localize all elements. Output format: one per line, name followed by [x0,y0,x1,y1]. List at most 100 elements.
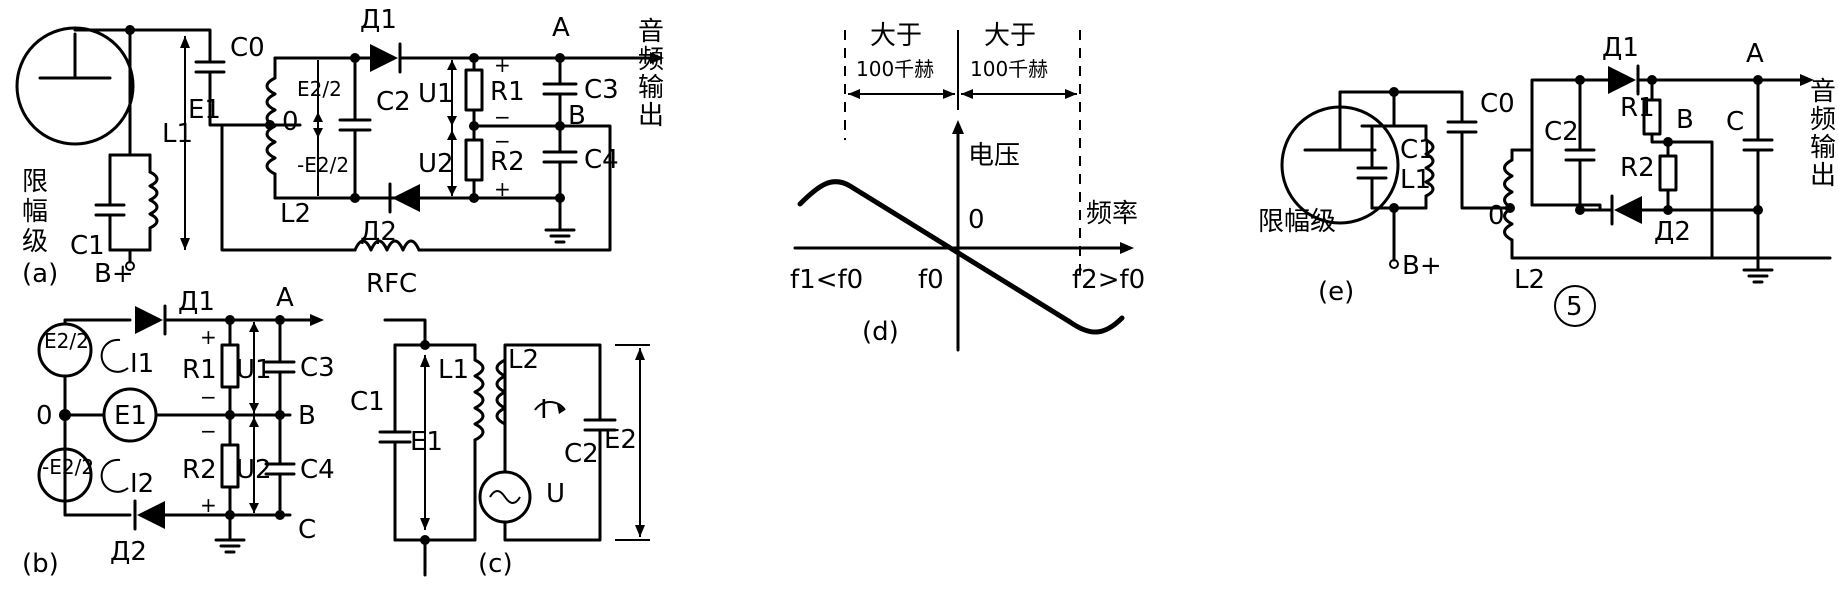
label-panel-e-c: C [1726,107,1744,137]
rfc-choke-icon [353,239,421,252]
label-panel-e-output-2: 频 [1810,105,1836,135]
label-panel-b-d1: Д1 [178,287,215,317]
label-panel-a-d1: Д1 [360,5,397,35]
label-panel-a-caption: (a) [22,259,58,289]
output-arrow-icon [650,52,664,64]
label-panel-e-b: B [1676,105,1694,135]
label-panel-d-region-left-1: 大于 [870,21,922,51]
label-panel-e-a: A [1746,39,1764,69]
label-panel-a-l1: L1 [162,119,193,149]
label-panel-b-i1: I1 [130,349,154,379]
resistor-r1-icon [464,68,484,112]
label-panel-a-minus-mid2: − [494,129,511,153]
label-panel-d-region-right-2: 100千赫 [970,57,1048,81]
label-panel-a-minus-mid: − [494,105,511,129]
inductor-l2-icon-c [495,358,507,426]
panel-a: 限 幅 级 L1 C1 E1 C0 0 L2 E2/2 -E2/2 C2 Д1 … [15,5,664,299]
inductor-l1-icon [148,170,159,230]
panel-b: E2/2 -E2/2 E1 0 I1 I2 Д1 Д2 R1 R2 U1 U2 … [22,283,335,579]
label-panel-e-output-1: 音 [1810,77,1836,107]
label-panel-c-l1: L1 [438,355,469,385]
diode-d1-icon [370,44,398,72]
label-panel-c-c2: C2 [564,439,599,469]
label-panel-e-zero: 0 [1488,201,1505,231]
diode-d1-icon-b [135,306,163,334]
label-panel-a-c1: C1 [70,231,105,261]
label-panel-b-c4: C4 [300,455,335,485]
label-panel-a-u2: U2 [418,149,454,179]
label-panel-b-i2: I2 [130,469,154,499]
label-panel-b-c3: C3 [300,353,335,383]
label-panel-b-c: C [298,515,316,545]
label-panel-c-c1: C1 [350,387,385,417]
label-panel-a-output-4: 出 [638,101,664,131]
resistor-r2-icon [464,138,484,182]
label-panel-e-output-4: 出 [1810,161,1836,191]
label-panel-b-d2: Д2 [110,537,147,567]
label-panel-d-caption: (d) [862,317,899,347]
label-panel-b-r1: R1 [182,355,217,385]
label-panel-a-e1: E1 [188,95,221,125]
label-panel-a-c2: C2 [376,87,411,117]
label-panel-b-plus-top: + [200,325,217,349]
label-panel-a-a: A [552,13,570,43]
label-panel-e-output-3: 输 [1810,133,1836,163]
label-panel-a-c3: C3 [584,75,619,105]
label-panel-e-figure-number: 5 [1566,292,1583,322]
label-panel-a-zero: 0 [282,107,299,137]
resistor-r2-icon-e [1658,154,1678,192]
label-panel-a-u1: U1 [418,79,454,109]
panel-e: 限幅级 C1 L1 B+ C0 0 L2 C2 Д1 R1 R2 B Д2 C … [1258,33,1836,327]
label-panel-e-l2: L2 [1514,265,1545,295]
label-panel-e-r2: R2 [1620,153,1655,183]
label-panel-d-f1: f1<f0 [790,265,863,295]
label-panel-a-r2: R2 [490,147,525,177]
label-panel-e-l1: L1 [1400,165,1431,195]
label-panel-a-e2-half-pos: E2/2 [297,77,342,101]
label-panel-b-e1: E1 [114,401,147,431]
label-panel-b-u1: U1 [236,355,272,385]
label-panel-a-output-2: 频 [638,45,664,75]
label-panel-a-b: B [568,101,586,131]
label-panel-e-c0: C0 [1480,89,1515,119]
label-panel-a-r1: R1 [490,77,525,107]
inductor-l1-icon-e [1424,138,1435,198]
label-panel-a-limiter-label-1: 限 [22,167,48,197]
label-panel-c-u: U [546,479,565,509]
label-panel-b-e2-half-neg: -E2/2 [42,455,94,479]
label-panel-b-b: B [298,401,316,431]
inductor-l2-icon-e [1503,158,1514,242]
diode-d2-icon-b [137,501,165,529]
inductor-l1-icon-c [473,358,485,442]
label-panel-e-d1: Д1 [1602,33,1639,63]
label-panel-b-zero: 0 [36,401,53,431]
label-panel-d-region-left-2: 100千赫 [856,57,934,81]
label-panel-b-r2: R2 [182,455,217,485]
label-panel-d-voltage: 电压 [968,141,1020,171]
label-panel-d-f0: f0 [918,265,944,295]
panel-d: 大于 100千赫 大于 100千赫 电压 0 频率 f1<f0 f0 f2>f0… [790,21,1145,352]
label-panel-c-i: I [540,395,548,425]
label-panel-a-output-3: 输 [638,73,664,103]
label-panel-a-e2-half-neg: -E2/2 [297,153,349,177]
label-panel-e-r1: R1 [1620,93,1655,123]
label-panel-c-caption: (c) [478,549,513,579]
label-panel-a-d2: Д2 [360,217,397,247]
label-panel-b-caption: (b) [22,549,59,579]
label-panel-d-frequency: 频率 [1086,199,1138,229]
label-panel-e-bplus: B+ [1402,251,1442,281]
label-panel-a-rfc: RFC [366,269,417,299]
diode-d1-icon-e [1608,66,1636,94]
label-panel-a-c0: C0 [230,33,265,63]
limiter-tube-symbol [15,26,135,146]
label-panel-c-l2: L2 [508,345,539,375]
label-panel-d-region-right-1: 大于 [984,21,1036,51]
label-panel-e-limiter-label: 限幅级 [1258,207,1336,237]
label-panel-c-e2: E2 [604,425,637,455]
label-panel-a-plus-top: + [494,53,511,77]
label-panel-e-c1: C1 [1400,135,1435,165]
label-panel-b-plus-bottom: + [200,493,217,517]
diode-d2-icon [392,184,420,212]
